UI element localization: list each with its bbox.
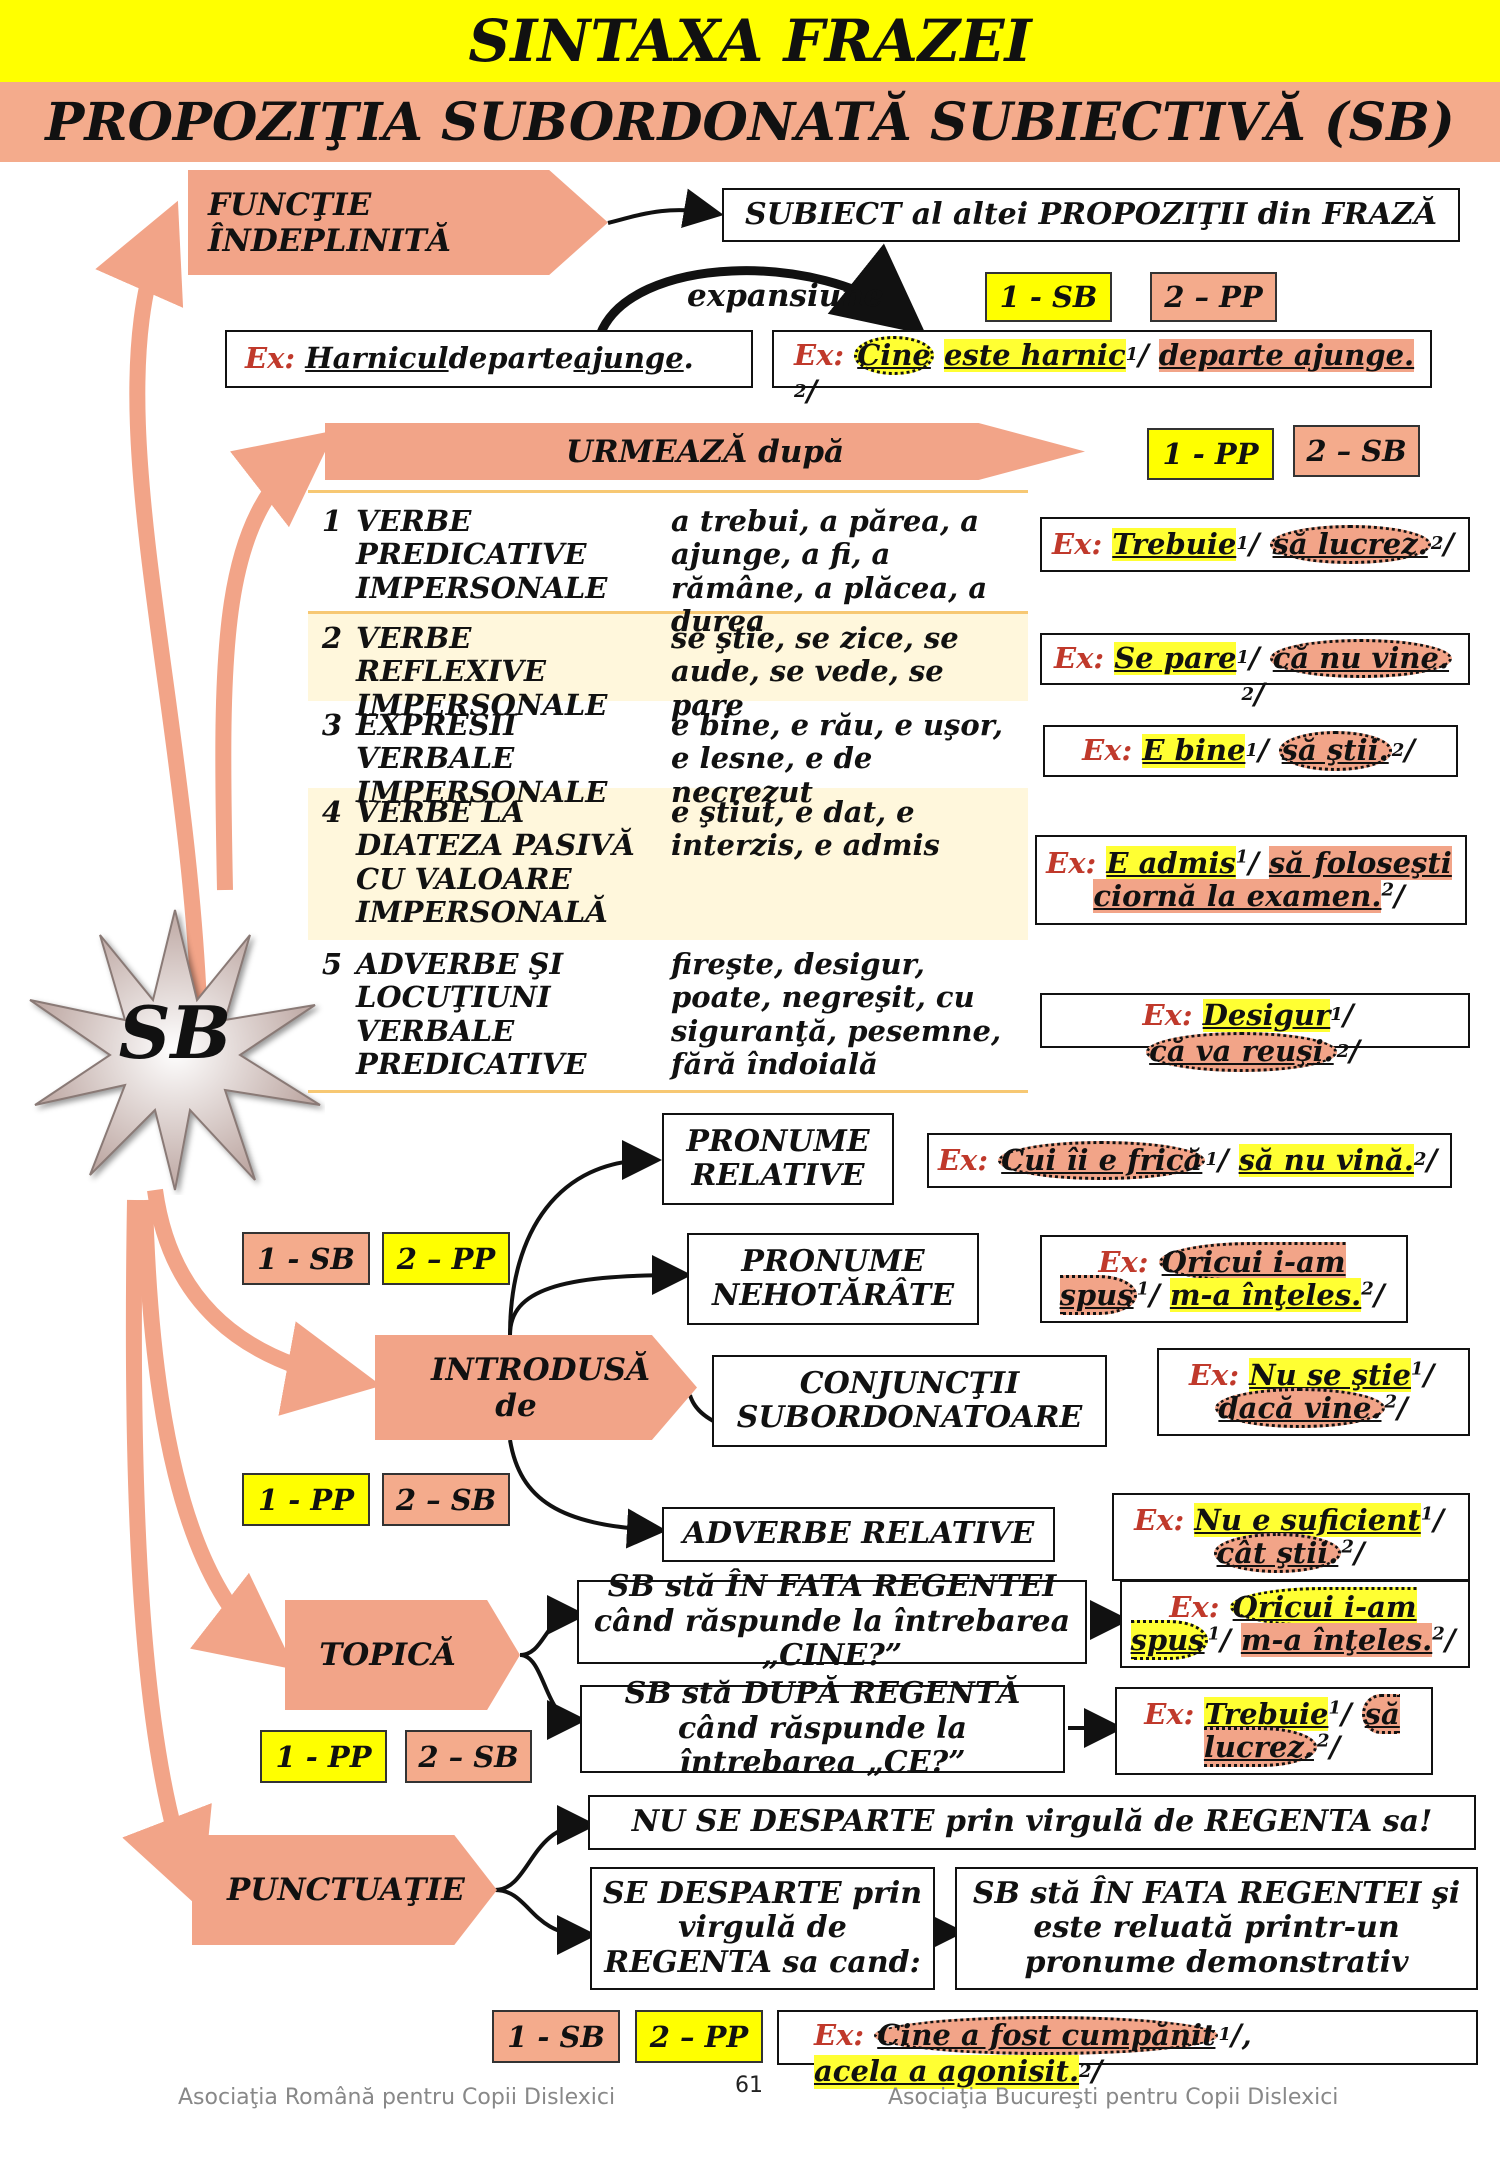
page-number: 61 bbox=[735, 2073, 763, 2098]
introdusa-example-4: Ex: Nu e suficient1/ cât ştii.2/ bbox=[1112, 1493, 1470, 1581]
punctuatie-tag-1: 1 - SB bbox=[492, 2010, 620, 2063]
introdusa-node: INTRODUSĂ de bbox=[375, 1335, 697, 1440]
topica-rule-2: SB stă DUPĂ REGENTĂ când răspunde la înt… bbox=[580, 1677, 1065, 1780]
punctuatie-label: PUNCTUAŢIE bbox=[227, 1872, 465, 1908]
introdusa-item-conjunctii: CONJUNCŢII SUBORDONATOARE bbox=[712, 1355, 1107, 1447]
expansion-label: expansiune bbox=[687, 278, 884, 314]
urmeaza-example-4: Ex: E admis1/ să foloseşti ciornă la exa… bbox=[1035, 835, 1467, 925]
punctuatie-rule-2: SE DESPARTE prin virgulă de REGENTA sa c… bbox=[590, 1867, 935, 1990]
starburst-icon bbox=[29, 909, 321, 1191]
topica-rule-1: SB stă ÎN FATA REGENTEI când răspunde la… bbox=[577, 1570, 1087, 1673]
functie-tag-2: 2 – PP bbox=[1150, 272, 1277, 322]
introdusa-tag-a1: 1 - SB bbox=[242, 1232, 370, 1285]
introdusa-item-pronume-relative: PRONUME RELATIVE bbox=[662, 1113, 894, 1205]
topica-label: TOPICĂ bbox=[319, 1637, 456, 1673]
table-row: 5 ADVERBE ŞI LOCUŢIUNI VERBALE PREDICATI… bbox=[321, 947, 1002, 1082]
punctuatie-node: PUNCTUAŢIE bbox=[192, 1835, 497, 1945]
table-row: 1 VERBE PREDICATIVE IMPERSONALE a trebui… bbox=[321, 504, 988, 639]
center-label: SB bbox=[118, 990, 232, 1075]
page-title: SINTAXA FRAZEI bbox=[0, 0, 1500, 82]
introdusa-tag-b1: 1 - PP bbox=[242, 1473, 370, 1526]
topica-tag-1: 1 - PP bbox=[260, 1730, 387, 1783]
introdusa-example-3: Ex: Nu se ştie1/ dacă vine.2/ bbox=[1157, 1348, 1470, 1436]
introdusa-item-pronume-nehotarate: PRONUME NEHOTĂRÂTE bbox=[687, 1233, 979, 1325]
topica-node: TOPICĂ bbox=[285, 1600, 520, 1710]
urmeaza-label: URMEAZĂ după bbox=[565, 433, 845, 470]
introdusa-item-adverbe-relative: ADVERBE RELATIVE bbox=[662, 1507, 1055, 1562]
punctuatie-rule-3: SB stă ÎN FATA REGENTEI şi este reluată … bbox=[955, 1867, 1478, 1990]
functie-node: FUNCŢIE ÎNDEPLINITĂ bbox=[188, 170, 608, 275]
functie-value-box: SUBIECT al altei PROPOZIŢII din FRAZĂ bbox=[722, 188, 1460, 242]
urmeaza-table: 1 VERBE PREDICATIVE IMPERSONALE a trebui… bbox=[308, 490, 1028, 1093]
page-subtitle: PROPOZIŢIA SUBORDONATĂ SUBIECTIVĂ (SB) bbox=[0, 82, 1500, 162]
introdusa-tag-a2: 2 – PP bbox=[382, 1232, 510, 1285]
topica-example-2: Ex: Trebuie1/ să lucrez.2/ bbox=[1115, 1687, 1433, 1775]
functie-example-1: Ex: Harnicul departe ajunge. bbox=[225, 330, 753, 388]
table-row: 3 EXPRESII VERBALE IMPERSONALE e bine, e… bbox=[321, 708, 1004, 809]
punctuatie-tag-2: 2 – PP bbox=[635, 2010, 763, 2063]
table-row: 2 VERBE REFLEXIVE IMPERSONALE se ştie, s… bbox=[308, 614, 1028, 721]
table-row: 4 VERBE LA DIATEZA PASIVĂ CU VALOARE IMP… bbox=[308, 788, 1028, 940]
footer-right: Asociaţia Bucureşti pentru Copii Dislexi… bbox=[888, 2085, 1339, 2110]
functie-tag-1: 1 - SB bbox=[985, 272, 1112, 322]
sb-starburst: SB bbox=[25, 905, 325, 1195]
urmeaza-tag-2: 2 – SB bbox=[1293, 425, 1420, 477]
functie-label: FUNCŢIE ÎNDEPLINITĂ bbox=[208, 186, 451, 259]
urmeaza-node: URMEAZĂ după bbox=[325, 423, 1085, 480]
footer-left: Asociaţia Română pentru Copii Dislexici bbox=[178, 2085, 616, 2110]
introdusa-label: INTRODUSĂ de bbox=[431, 1351, 651, 1424]
punctuatie-rule-1: NU SE DESPARTE prin virgulă de REGENTA s… bbox=[588, 1795, 1476, 1850]
urmeaza-tag-1: 1 - PP bbox=[1147, 428, 1274, 480]
introdusa-tag-b2: 2 – SB bbox=[382, 1473, 510, 1526]
topica-tag-2: 2 – SB bbox=[405, 1730, 532, 1783]
